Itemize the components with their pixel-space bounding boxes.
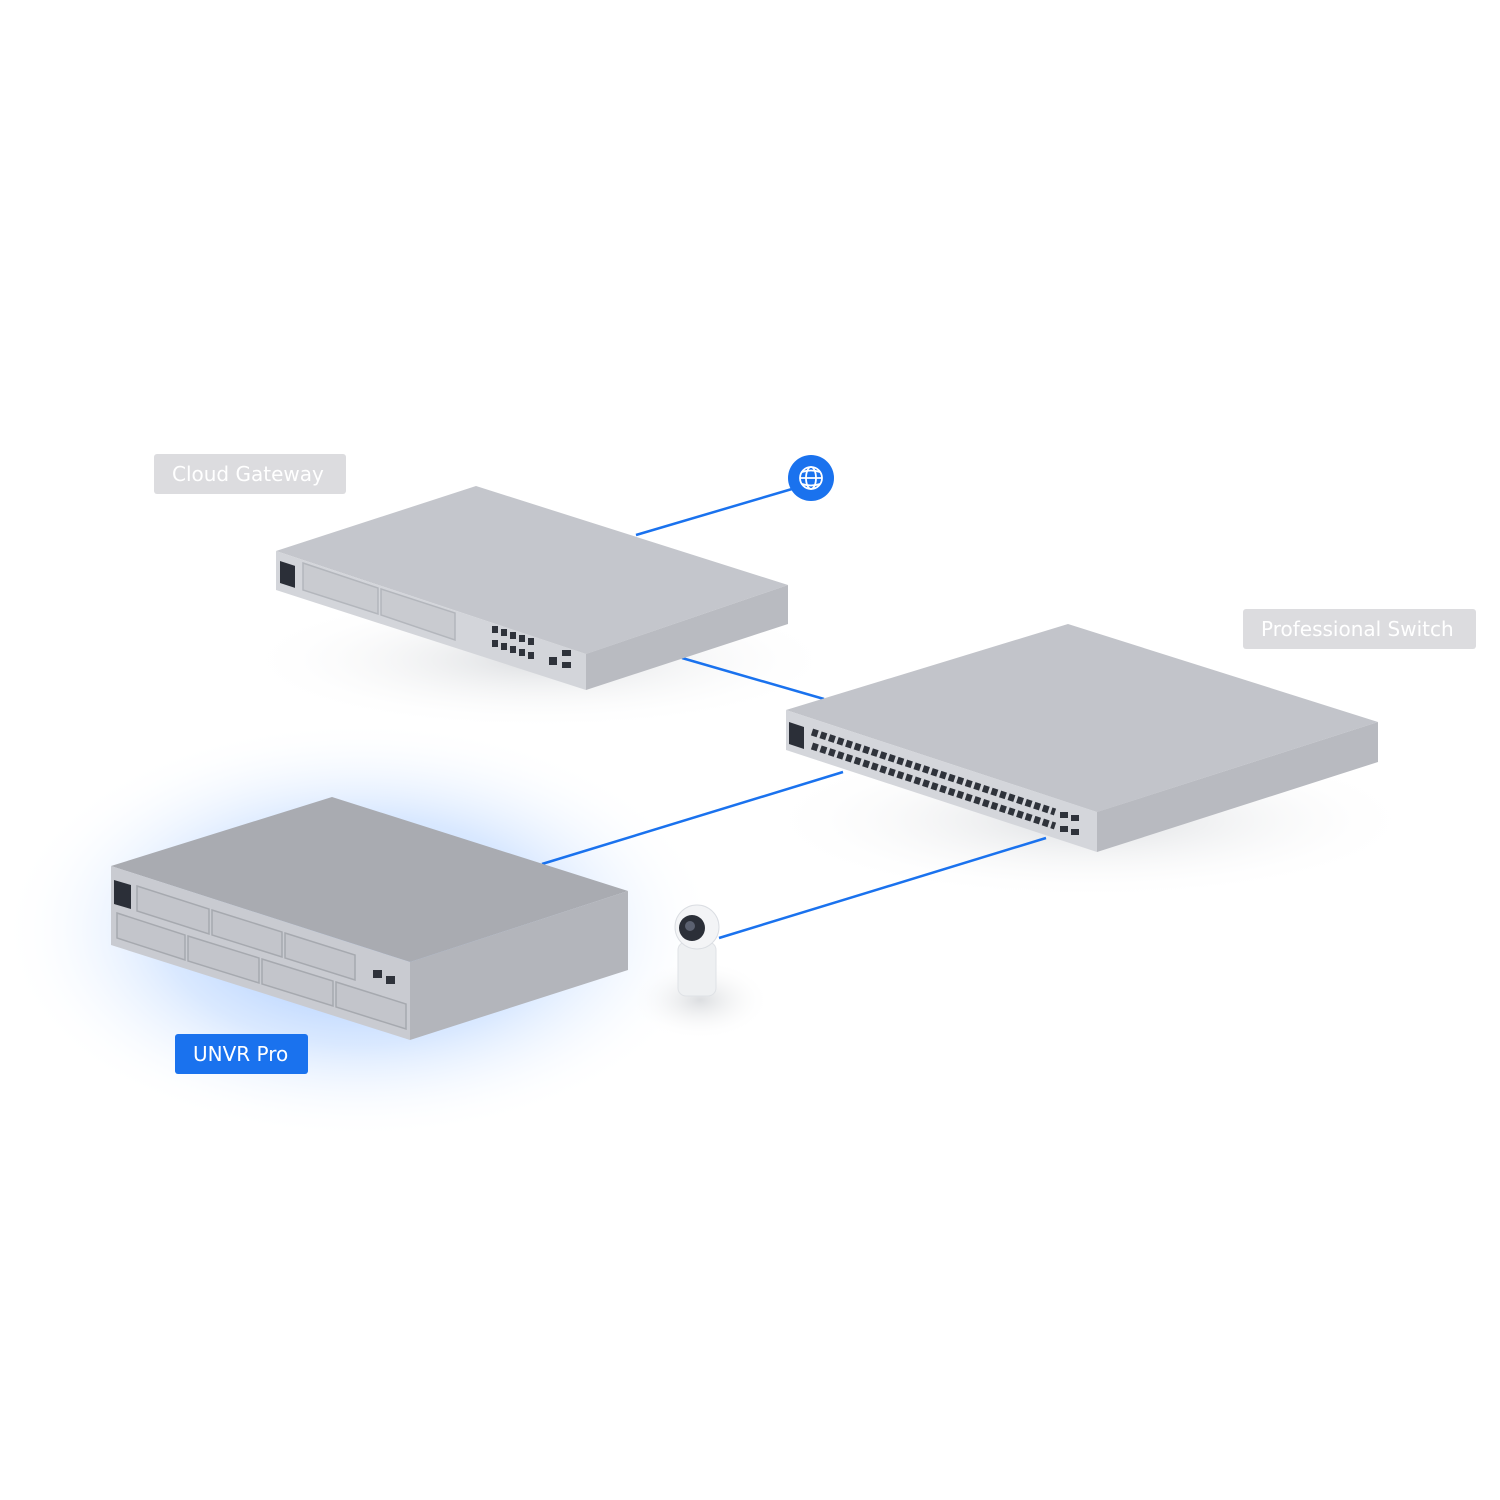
switch-top <box>786 624 1378 812</box>
unvr-top <box>111 797 628 962</box>
camera-device[interactable] <box>674 904 720 997</box>
gateway-bay-1 <box>302 561 379 616</box>
connection-lines <box>541 487 1047 940</box>
gateway-top <box>276 486 788 654</box>
switch-sfp-ports <box>1060 812 1079 835</box>
unvr-side <box>410 891 628 1040</box>
switch-ports <box>810 728 1057 830</box>
unvr-drive-bays <box>116 884 407 1031</box>
professional-switch-device[interactable] <box>786 624 1378 852</box>
unvr-pro-label: UNVR Pro <box>175 1034 308 1074</box>
cloud-gateway-device[interactable] <box>276 486 788 690</box>
gateway-bay-2 <box>380 587 456 642</box>
switch-side <box>1097 722 1378 852</box>
gateway-ports <box>492 626 571 668</box>
camera-stand <box>677 941 717 997</box>
camera-shadow <box>630 960 770 1040</box>
professional-switch-label: Professional Switch <box>1243 609 1476 649</box>
internet-node[interactable] <box>788 455 834 501</box>
globe-icon <box>799 466 823 490</box>
gateway-side <box>586 585 788 690</box>
link-switch-unvr <box>541 770 844 866</box>
gateway-display <box>280 560 295 588</box>
link-switch-camera <box>718 836 1047 940</box>
unvr-ports <box>373 970 395 984</box>
link-gateway-switch <box>681 656 825 701</box>
link-gateway-internet <box>635 487 793 537</box>
switch-display <box>789 722 804 749</box>
unvr-pro-device[interactable] <box>111 797 628 1040</box>
cloud-gateway-label: Cloud Gateway <box>154 454 346 494</box>
unvr-display <box>114 880 131 909</box>
